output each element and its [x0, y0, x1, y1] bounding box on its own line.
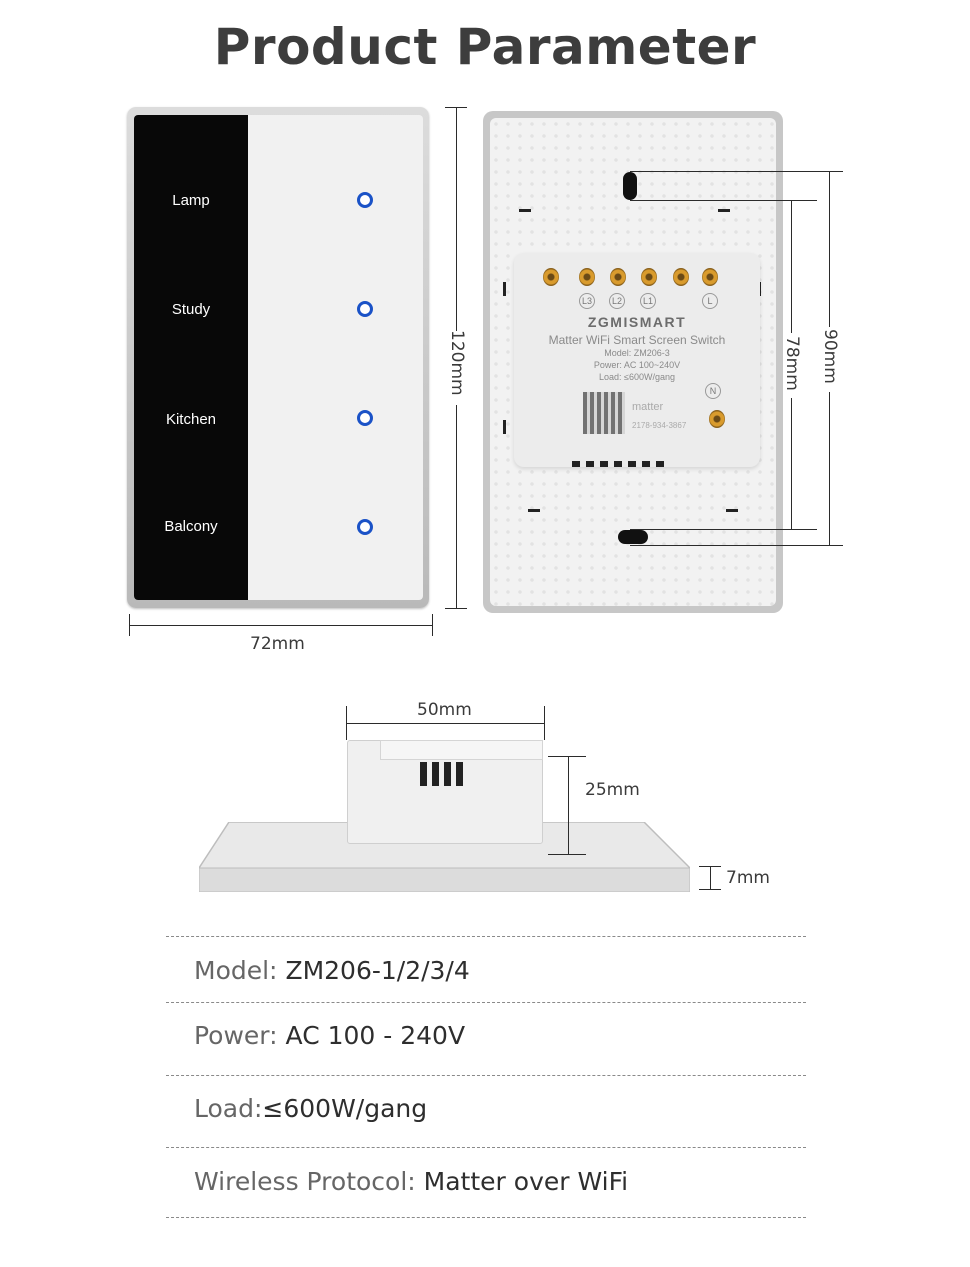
dim-tick [699, 889, 721, 890]
terminal-screw [709, 410, 725, 428]
terminal-screw [673, 268, 689, 286]
spec-wireless: Wireless Protocol: Matter over WiFi [194, 1167, 628, 1196]
dim-line [129, 625, 433, 626]
spec-model: Model: ZM206-1/2/3/4 [194, 956, 470, 985]
divider [166, 1147, 806, 1148]
mount-hole-bottom [618, 530, 648, 544]
spec-label: Model: [194, 956, 286, 985]
terminal-screw [579, 268, 595, 286]
terminal-label: L3 [579, 293, 595, 309]
slot [528, 509, 540, 512]
dim-tick [445, 608, 467, 609]
room-label-kitchen: Kitchen [165, 411, 217, 428]
dim-line [456, 405, 457, 608]
module-power-line: Power: AC 100~240V [593, 360, 681, 370]
divider [166, 1002, 806, 1003]
dim-tick [630, 545, 843, 546]
terminal-screw [543, 268, 559, 286]
dim-box-width-label: 50mm [417, 700, 472, 720]
divider [166, 1075, 806, 1076]
dim-line [791, 200, 792, 333]
terminal-label: L2 [609, 293, 625, 309]
switch-front-view: Lamp Study Kitchen Balcony [127, 107, 429, 608]
terminal-screw [641, 268, 657, 286]
side-view-plate [199, 822, 690, 892]
divider [166, 1217, 806, 1218]
slot [503, 282, 506, 296]
terminal-screw [610, 268, 626, 286]
terminal-label: L1 [640, 293, 656, 309]
page-title: Product Parameter [213, 18, 757, 76]
qr-code-image [583, 392, 625, 434]
touch-key-1-icon [357, 192, 373, 208]
dim-plate-depth-label: 7mm [726, 868, 770, 888]
dim-line [829, 392, 830, 545]
spec-label: Power: [194, 1021, 286, 1050]
spec-value: AC 100 - 240V [285, 1021, 466, 1050]
mount-hole-top [623, 172, 637, 200]
vent-slot [420, 762, 427, 786]
touch-key-4-icon [357, 519, 373, 535]
divider [166, 936, 806, 937]
touch-key-3-icon [357, 410, 373, 426]
spec-value: ≤600W/gang [262, 1094, 428, 1123]
dim-screw-outer-label: 90mm [820, 329, 840, 384]
spec-value: ZM206-1/2/3/4 [285, 956, 470, 985]
slot [726, 509, 738, 512]
touch-key-2-icon [357, 301, 373, 317]
dim-height-label: 120mm [447, 330, 467, 396]
brand-logo: ZGMISMART [587, 314, 687, 330]
dim-line [456, 107, 457, 331]
module-product-line: Matter WiFi Smart Screen Switch [548, 333, 726, 347]
dim-line [829, 171, 830, 327]
dim-tick [630, 171, 843, 172]
dim-width-label: 72mm [250, 634, 305, 654]
spec-value: Matter over WiFi [423, 1167, 629, 1196]
relay-module [514, 253, 760, 467]
dim-tick [630, 529, 817, 530]
slot [503, 420, 506, 434]
spec-label: Load: [194, 1094, 263, 1123]
dim-line [710, 866, 711, 889]
dim-line [568, 756, 569, 854]
terminal-screw [702, 268, 718, 286]
room-label-study: Study [171, 301, 211, 318]
slot [718, 209, 730, 212]
vent-slot [456, 762, 463, 786]
label-screen: Lamp Study Kitchen Balcony [134, 115, 248, 600]
dim-tick [630, 200, 817, 201]
room-label-balcony: Balcony [164, 518, 218, 535]
spec-load: Load:≤600W/gang [194, 1094, 427, 1123]
side-view-box-top [380, 740, 543, 760]
dim-box-depth-label: 25mm [585, 780, 640, 800]
room-label-lamp: Lamp [172, 192, 210, 209]
matter-logo: matter [632, 401, 664, 413]
terminal-label: N [705, 383, 721, 399]
terminal-label: L [702, 293, 718, 309]
glass-panel: Lamp Study Kitchen Balcony [134, 115, 423, 600]
dim-tick [548, 756, 586, 757]
vent-slot [444, 762, 451, 786]
spec-label: Wireless Protocol: [194, 1167, 424, 1196]
slot [519, 209, 531, 212]
dim-tick [548, 854, 586, 855]
dim-screw-inner-label: 78mm [782, 336, 802, 391]
dim-line [791, 398, 792, 529]
module-load-line: Load: ≤600W/gang [599, 372, 675, 382]
vent-slot [432, 762, 439, 786]
vent-slots [572, 461, 666, 467]
spec-power: Power: AC 100 - 240V [194, 1021, 465, 1050]
dim-line [346, 723, 545, 724]
module-model-line: Model: ZM206-3 [604, 348, 670, 358]
pairing-code: 2178-934-3867 [632, 421, 687, 430]
